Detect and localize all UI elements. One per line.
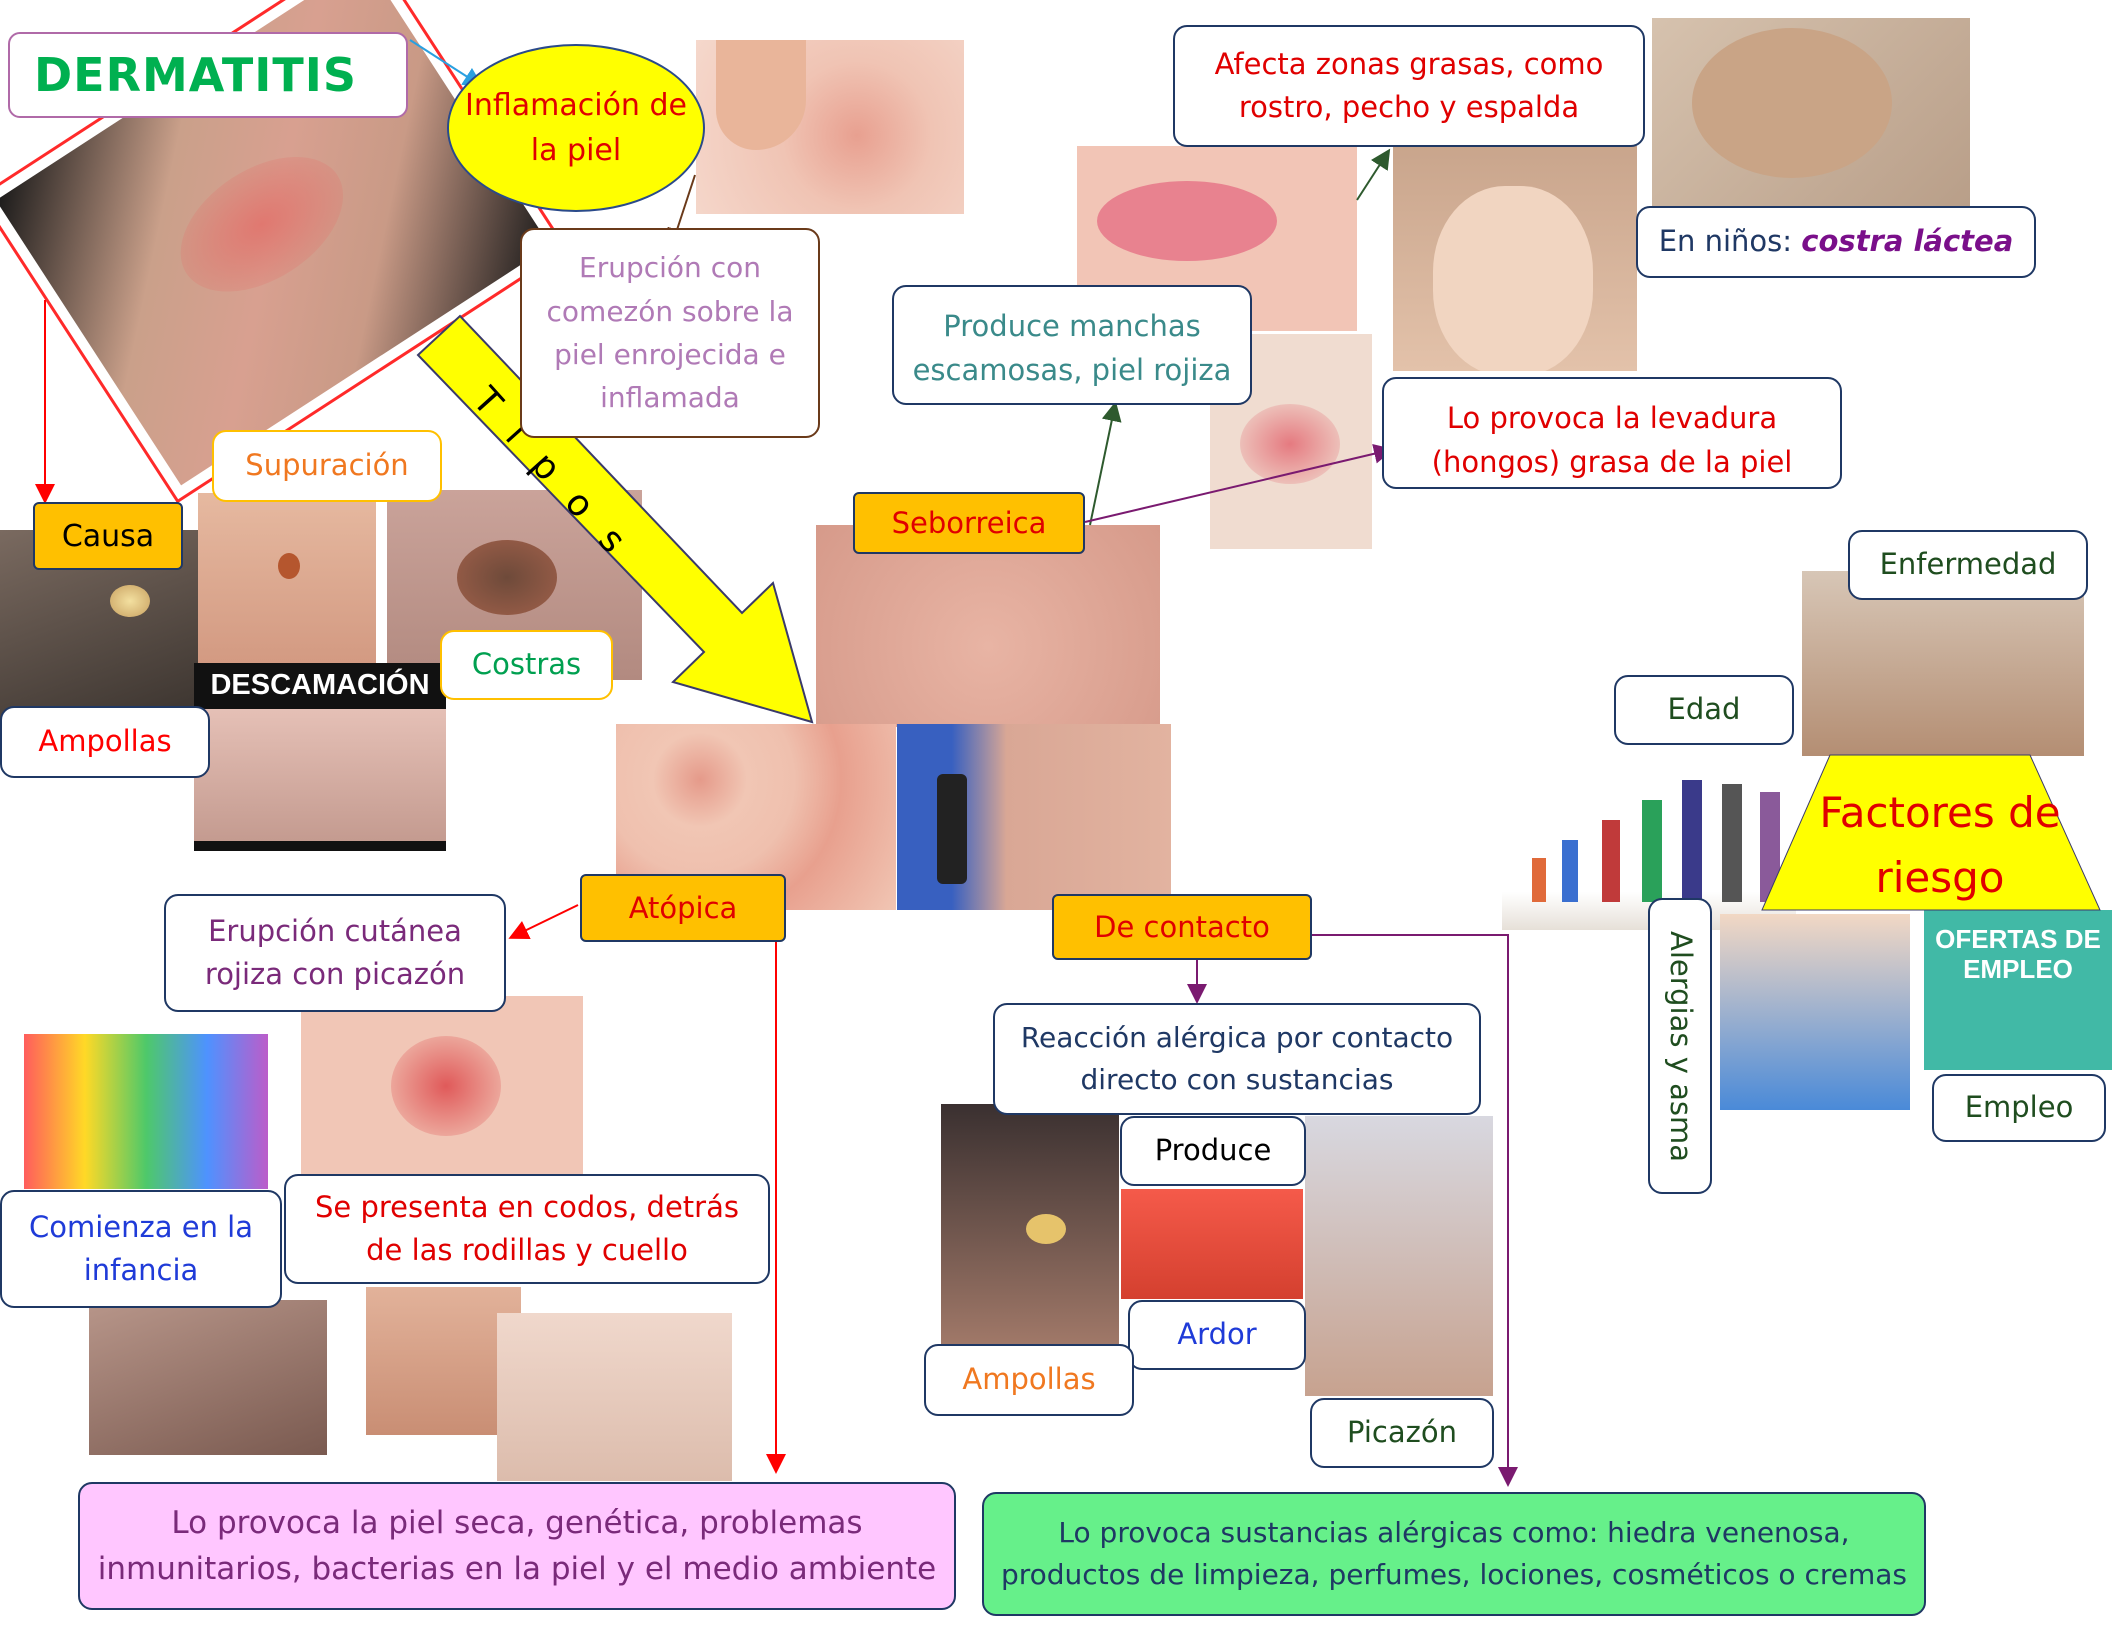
seborreica-spots-box: Produce manchas escamosas, piel rojiza [892, 285, 1252, 405]
seb-to-cause-arrow [1085, 450, 1390, 522]
costra-lactea-box: En niños: costra láctea [1636, 206, 2036, 278]
empleo-label: Empleo [1932, 1074, 2106, 1142]
atopica-cause-box: Lo provoca la piel seca, genética, probl… [78, 1482, 956, 1610]
title-to-oval-arrow [410, 40, 480, 85]
produce-label: Produce [1120, 1116, 1306, 1186]
inflammation-oval: Inflamación de la piel [447, 44, 705, 212]
contacto-label: De contacto [1052, 894, 1312, 960]
costras-label: Costras [440, 630, 613, 700]
ampollas-label-contact: Ampollas [924, 1344, 1134, 1416]
alergias-label: Alergias y asma [1648, 898, 1712, 1194]
seb-to-spots-arrow [1090, 405, 1115, 525]
atopica-eruption-box: Erupción cutánea rojiza con picazón [164, 894, 506, 1012]
atopica-locations-box: Se presenta en codos, detrás de las rodi… [284, 1174, 770, 1284]
edad-label: Edad [1614, 675, 1794, 745]
risk-factors-title: Factores de riesgo [1790, 780, 2090, 910]
contacto-reaction-box: Reacción alérgica por contacto directo c… [993, 1003, 1481, 1115]
seborreica-affects-box: Afecta zonas grasas, como rostro, pecho … [1173, 25, 1645, 147]
enfermedad-label: Enfermedad [1848, 530, 2088, 600]
seborreica-label: Seborreica [853, 492, 1085, 554]
atopica-label: Atópica [580, 874, 786, 942]
atopica-childhood-box: Comienza en la infancia [0, 1190, 282, 1308]
causa-label: Causa [33, 502, 183, 570]
ampollas-label-left: Ampollas [0, 706, 210, 778]
contacto-cause-box: Lo provoca sustancias alérgicas como: hi… [982, 1492, 1926, 1616]
page-title: DERMATITIS [8, 32, 408, 118]
supuracion-label: Supuración [212, 430, 442, 502]
picazon-label: Picazón [1310, 1398, 1494, 1468]
atopica-to-eruption-arrow [512, 905, 578, 937]
seborreica-cause-box: Lo provoca la levadura (hongos) grasa de… [1382, 377, 1842, 489]
eruption-box: Erupción con comezón sobre la piel enroj… [520, 228, 820, 438]
seb-to-affects-arrow [1357, 152, 1388, 200]
ardor-label: Ardor [1128, 1300, 1306, 1370]
